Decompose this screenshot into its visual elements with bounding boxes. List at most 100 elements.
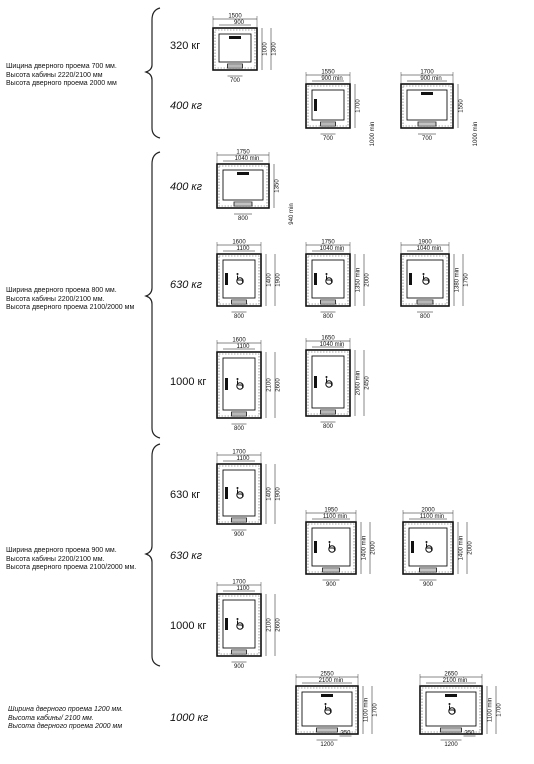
cabin xyxy=(222,357,256,411)
dimension-label: 900 xyxy=(423,582,434,588)
brace-group-3 xyxy=(144,443,161,667)
dimension-label: 800 xyxy=(234,426,245,432)
head xyxy=(422,273,425,275)
dimension-label: 1900 xyxy=(276,273,282,287)
wheelchair-icon xyxy=(325,376,333,388)
capacity-label: 630 кг xyxy=(170,279,203,291)
capacity-label: 630 кг xyxy=(170,489,201,501)
dimension-label: 1040 min xyxy=(320,342,345,348)
body xyxy=(237,489,244,498)
control-panel xyxy=(321,694,333,697)
dimension-label: 1400 xyxy=(267,487,273,501)
wheel xyxy=(324,707,332,715)
capacity-label: 630 кг xyxy=(170,550,203,562)
dimension-label: 1600 xyxy=(232,338,246,344)
capacity-label: 400 кг xyxy=(170,100,203,112)
brace-group-1 xyxy=(144,7,161,139)
head xyxy=(324,703,327,705)
dimension-label: 2000 xyxy=(468,541,474,555)
dimension-label: 2600 xyxy=(276,378,282,392)
control-panel xyxy=(421,92,433,95)
control-panel xyxy=(409,273,412,285)
head xyxy=(328,541,331,543)
wheelchair-icon xyxy=(448,703,456,715)
cabin xyxy=(311,89,345,121)
body xyxy=(449,705,456,714)
dimension-label: 1100 min xyxy=(364,698,370,722)
capacity-label: 1000 кг xyxy=(170,620,207,632)
dimension-label: 2000 xyxy=(365,273,371,287)
dimension-label: 900 min xyxy=(321,76,342,82)
dimension-label: 1750 xyxy=(236,150,250,156)
head xyxy=(236,487,239,489)
control-panel xyxy=(314,541,317,553)
head xyxy=(236,273,239,275)
dimension-label: 1750 xyxy=(321,240,335,246)
wheelchair-icon xyxy=(236,487,244,499)
wheelchair-icon xyxy=(325,273,333,285)
wheel xyxy=(236,382,244,390)
control-panel xyxy=(225,273,228,285)
dimension-label: 2450 xyxy=(365,376,371,390)
capacity-label: 1000 кг xyxy=(170,376,207,388)
dimension-label: 1200 xyxy=(444,742,458,748)
dimension-label: 1550 xyxy=(321,70,335,76)
dimension-label: 940 min xyxy=(289,203,295,224)
dimension-label: 1700 xyxy=(356,99,362,113)
dimension-label: 1700 xyxy=(497,703,503,717)
control-panel xyxy=(314,273,317,285)
dimension-label: 1700 xyxy=(232,580,246,586)
dimension-label: 1700 xyxy=(420,70,434,76)
dimension-label: 2100 xyxy=(267,618,273,632)
head xyxy=(236,618,239,620)
body xyxy=(329,543,336,552)
dimension-label: 1550 xyxy=(459,99,465,113)
wheelchair-icon xyxy=(236,273,244,285)
head xyxy=(448,703,451,705)
group-text-1: Шицина дверного проема 700 мм. Высота ка… xyxy=(6,63,117,87)
dimension-label: 1100 xyxy=(237,586,251,592)
dimension-label: 700 xyxy=(230,78,241,84)
dimension-label: 1600 xyxy=(232,240,246,246)
body xyxy=(237,275,244,284)
head xyxy=(325,376,328,378)
dimension-label: 1100 min xyxy=(323,514,347,520)
dimension-label: 1380 min xyxy=(455,268,461,293)
dimension-label: 1200 xyxy=(320,742,334,748)
dimension-label: 2650 xyxy=(444,672,458,678)
dimension-label: 2100 xyxy=(267,378,273,392)
group-text-4: Ширина дверного проема 1200 мм. Высота к… xyxy=(8,706,124,730)
dimension-label: 1700 xyxy=(373,703,379,717)
body xyxy=(325,705,332,714)
wheelchair-icon xyxy=(324,703,332,715)
dimension-label: 1100 xyxy=(237,344,251,350)
body xyxy=(326,378,333,387)
head xyxy=(236,378,239,380)
dimension-label: 1400 min xyxy=(459,536,465,561)
dimension-label: 1350 xyxy=(275,179,281,193)
control-panel xyxy=(314,376,317,388)
dimension-label: 800 xyxy=(420,314,431,320)
wheel xyxy=(236,491,244,499)
head xyxy=(425,541,428,543)
dimension-label: 2600 xyxy=(276,618,282,632)
dimension-label: 2100 min xyxy=(319,678,344,684)
dimension-label: 800 xyxy=(323,424,334,430)
control-panel xyxy=(237,172,249,175)
wheelchair-icon xyxy=(236,378,244,390)
wheel xyxy=(325,277,333,285)
cabin xyxy=(222,599,256,649)
control-panel xyxy=(225,618,228,630)
dimension-label: 1000 min xyxy=(370,122,376,147)
control-panel xyxy=(445,694,457,697)
